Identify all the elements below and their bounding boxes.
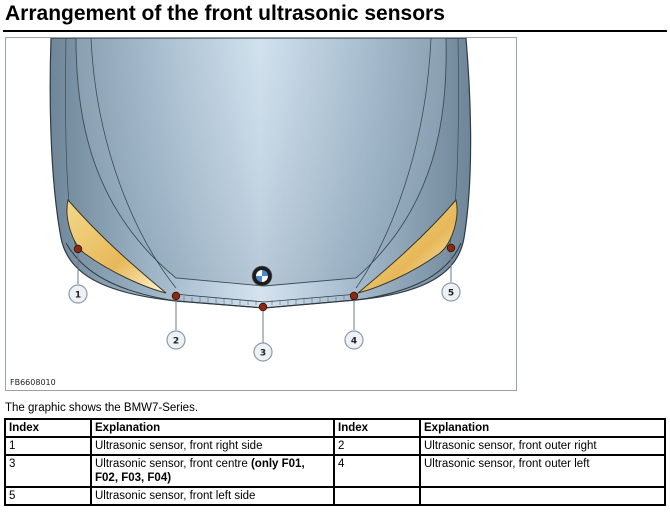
- index-cell: 3: [4, 454, 92, 488]
- svg-text:3: 3: [260, 349, 266, 359]
- sensor-2: [171, 291, 181, 301]
- sensor-3: [258, 302, 268, 312]
- header-explanation-1: Explanation: [90, 418, 335, 438]
- explanation-cell: Ultrasonic sensor, front outer right: [419, 436, 666, 456]
- sensor-5: [446, 243, 456, 253]
- sensor-label-3: 3: [253, 342, 273, 362]
- lower-grille: [183, 296, 345, 305]
- title-divider: [3, 30, 667, 32]
- explanation-table: Index Explanation Index Explanation 1 Ul…: [4, 418, 666, 506]
- table-row: 3 Ultrasonic sensor, front centre (only …: [4, 454, 666, 488]
- svg-text:5: 5: [448, 289, 454, 299]
- header-index-1: Index: [4, 418, 92, 438]
- explanation-cell: Ultrasonic sensor, front right side: [90, 436, 335, 456]
- page-title: Arrangement of the front ultrasonic sens…: [5, 2, 445, 25]
- explanation-cell: Ultrasonic sensor, front left side: [90, 486, 335, 506]
- header-index-2: Index: [333, 418, 421, 438]
- bmw-logo: [251, 265, 273, 287]
- figure-code: FB6608010: [10, 378, 56, 387]
- hood: [75, 38, 447, 287]
- index-cell: 1: [4, 436, 92, 456]
- sensor-label-5: 5: [441, 282, 461, 302]
- sensor-label-4: 4: [344, 330, 364, 350]
- table-header-row: Index Explanation Index Explanation: [4, 418, 666, 438]
- car-front-drawing: 1 2 3 4 5: [49, 38, 472, 362]
- index-cell: 4: [333, 454, 421, 488]
- sensor-4: [349, 291, 359, 301]
- explanation-cell: Ultrasonic sensor, front outer left: [419, 454, 666, 488]
- sensor-1: [73, 244, 83, 254]
- table-row: 1 Ultrasonic sensor, front right side 2 …: [4, 436, 666, 456]
- figure-caption: The graphic shows the BMW7-Series.: [5, 402, 199, 414]
- sensor-label-2: 2: [166, 330, 186, 350]
- car-front-illustration: 1 2 3 4 5 FB6608010: [5, 37, 517, 391]
- explanation-cell: [419, 486, 666, 506]
- svg-text:1: 1: [75, 291, 81, 301]
- index-cell: [333, 486, 421, 506]
- explanation-cell: Ultrasonic sensor, front centre (only F0…: [90, 454, 335, 488]
- explanation-note: (only F01, F02, F03, F04): [95, 458, 305, 484]
- svg-text:4: 4: [351, 337, 357, 347]
- headlamp-left: [66, 198, 167, 294]
- header-explanation-2: Explanation: [419, 418, 666, 438]
- table-row: 5 Ultrasonic sensor, front left side: [4, 486, 666, 506]
- explanation-text: Ultrasonic sensor, front centre: [95, 458, 251, 470]
- sensor-label-1: 1: [68, 284, 88, 304]
- index-cell: 2: [333, 436, 421, 456]
- headlamp-right: [357, 198, 458, 294]
- svg-text:2: 2: [173, 337, 179, 347]
- index-cell: 5: [4, 486, 92, 506]
